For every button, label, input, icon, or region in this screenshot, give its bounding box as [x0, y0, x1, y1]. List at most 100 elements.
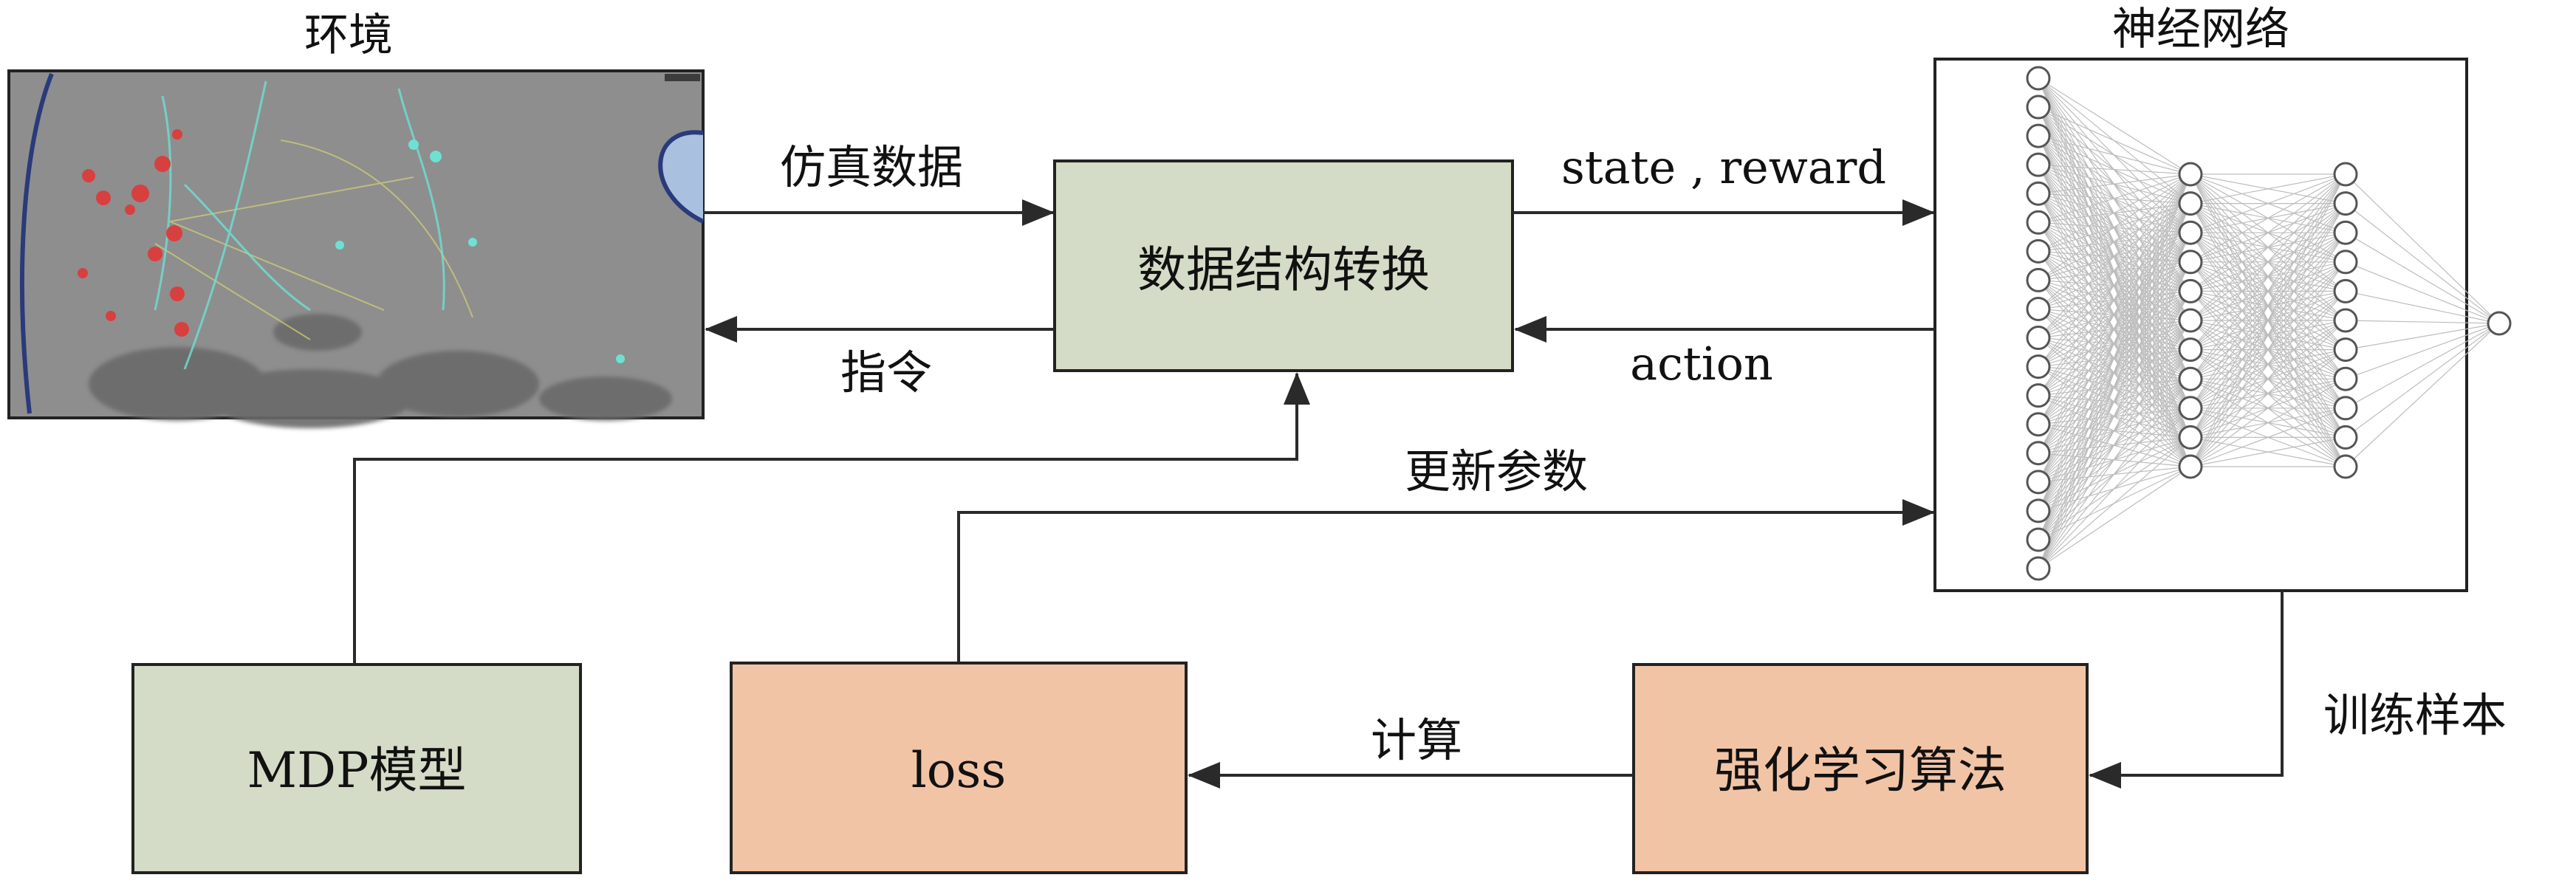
nn-connection [2038, 349, 2191, 569]
nn-node [2487, 311, 2512, 336]
nn-connection [2345, 323, 2500, 467]
nn-connection [2038, 261, 2191, 569]
nn-node [2333, 337, 2358, 363]
environment-image [7, 69, 705, 428]
nn-connection [2190, 174, 2346, 350]
mdp-box: MDP模型 [131, 663, 582, 874]
nn-connection [2190, 174, 2346, 205]
transform-box-label: 数据结构转换 [1137, 241, 1430, 298]
nn-node [2026, 441, 2051, 466]
nn-node [2026, 267, 2051, 292]
nn-connection [2190, 320, 2346, 467]
mdp-box-label: MDP模型 [247, 742, 467, 799]
nn-connection [2038, 174, 2191, 281]
nn-connection [2038, 174, 2191, 194]
nn-node [2333, 454, 2358, 479]
nn-connection [2038, 174, 2191, 396]
nn-connection [2190, 408, 2346, 467]
nn-node [2178, 191, 2203, 216]
nn-connection [2190, 436, 2346, 467]
nn-node [2333, 220, 2358, 245]
nn-node [2026, 95, 2051, 120]
nn-node [2026, 238, 2051, 264]
label-action: action [1630, 337, 1773, 391]
nn-node [2026, 181, 2051, 206]
rl-algorithm-box: 强化学习算法 [1632, 663, 2089, 874]
nn-node [2026, 383, 2051, 408]
nn-connection [2038, 378, 2191, 569]
nn-connection [2038, 164, 2191, 175]
arrow-mdp-to-transform [353, 372, 1310, 664]
nn-connection [2038, 174, 2191, 425]
nn-node [2333, 250, 2358, 275]
nn-connection [2038, 174, 2191, 223]
nn-connection [2190, 378, 2346, 467]
nn-connection [2038, 174, 2191, 483]
nn-connection [2190, 174, 2346, 409]
label-command: 指令 [840, 346, 932, 399]
label-update-params: 更新参数 [1405, 444, 1588, 498]
label-state-reward: state , reward [1561, 140, 1886, 194]
nn-connection [2345, 323, 2500, 380]
nn-connection [2190, 203, 2346, 467]
nn-node [2333, 278, 2358, 303]
loss-box-label: loss [911, 742, 1007, 799]
nn-connection [2038, 174, 2191, 540]
nn-connection [2038, 320, 2191, 569]
nn-node [2026, 326, 2051, 351]
nn-connection [2038, 174, 2191, 569]
nn-node [2178, 250, 2203, 275]
nn-connection [2038, 466, 2191, 569]
nn-node [2026, 354, 2051, 380]
nn-connection [2190, 174, 2346, 233]
nn-node [2333, 366, 2358, 391]
nn-connection [2038, 174, 2191, 367]
neural-network-label: 神经网络 [2112, 4, 2289, 55]
nn-connection [2190, 174, 2346, 467]
nn-connection [2190, 174, 2346, 292]
nn-connection [2345, 261, 2500, 324]
nn-node [2026, 498, 2051, 523]
nn-node [2026, 412, 2051, 437]
transform-box: 数据结构转换 [1053, 159, 1514, 372]
nn-connection [2038, 174, 2191, 454]
nn-connection [2038, 135, 2191, 175]
nn-connection [2345, 174, 2500, 324]
nn-connection [2038, 174, 2191, 309]
nn-node [2178, 396, 2203, 421]
nn-connection [2190, 232, 2346, 467]
nn-connection [2190, 174, 2346, 263]
loss-box: loss [730, 662, 1188, 874]
nn-node [2178, 337, 2203, 363]
nn-node [2026, 527, 2051, 552]
nn-connection [2190, 174, 2346, 380]
label-compute: 计算 [1371, 713, 1462, 767]
nn-node [2333, 396, 2358, 421]
nn-connection [2038, 174, 2191, 252]
environment-label: 环境 [304, 10, 393, 61]
nn-connection [2038, 106, 2191, 175]
nn-connection [2190, 174, 2346, 438]
nn-connection [2038, 78, 2191, 175]
nn-connection [2345, 203, 2500, 324]
nn-connection [2038, 408, 2191, 569]
nn-connection [2038, 174, 2191, 338]
nn-node [2178, 425, 2203, 450]
nn-connection [2345, 323, 2500, 351]
nn-connection [2345, 320, 2500, 324]
nn-node [2178, 278, 2203, 303]
nn-node [2026, 470, 2051, 495]
nn-node [2026, 296, 2051, 321]
nn-connection [2190, 261, 2346, 467]
nn-node [2178, 366, 2203, 391]
nn-node [2026, 152, 2051, 177]
nn-node [2026, 556, 2051, 581]
nn-node [2178, 308, 2203, 333]
nn-connection [2190, 291, 2346, 467]
rl-algorithm-box-label: 强化学习算法 [1714, 742, 2007, 799]
nn-connection [2345, 290, 2500, 324]
nn-connection [2345, 232, 2500, 324]
nn-node [2178, 220, 2203, 245]
nn-node [2178, 162, 2203, 187]
